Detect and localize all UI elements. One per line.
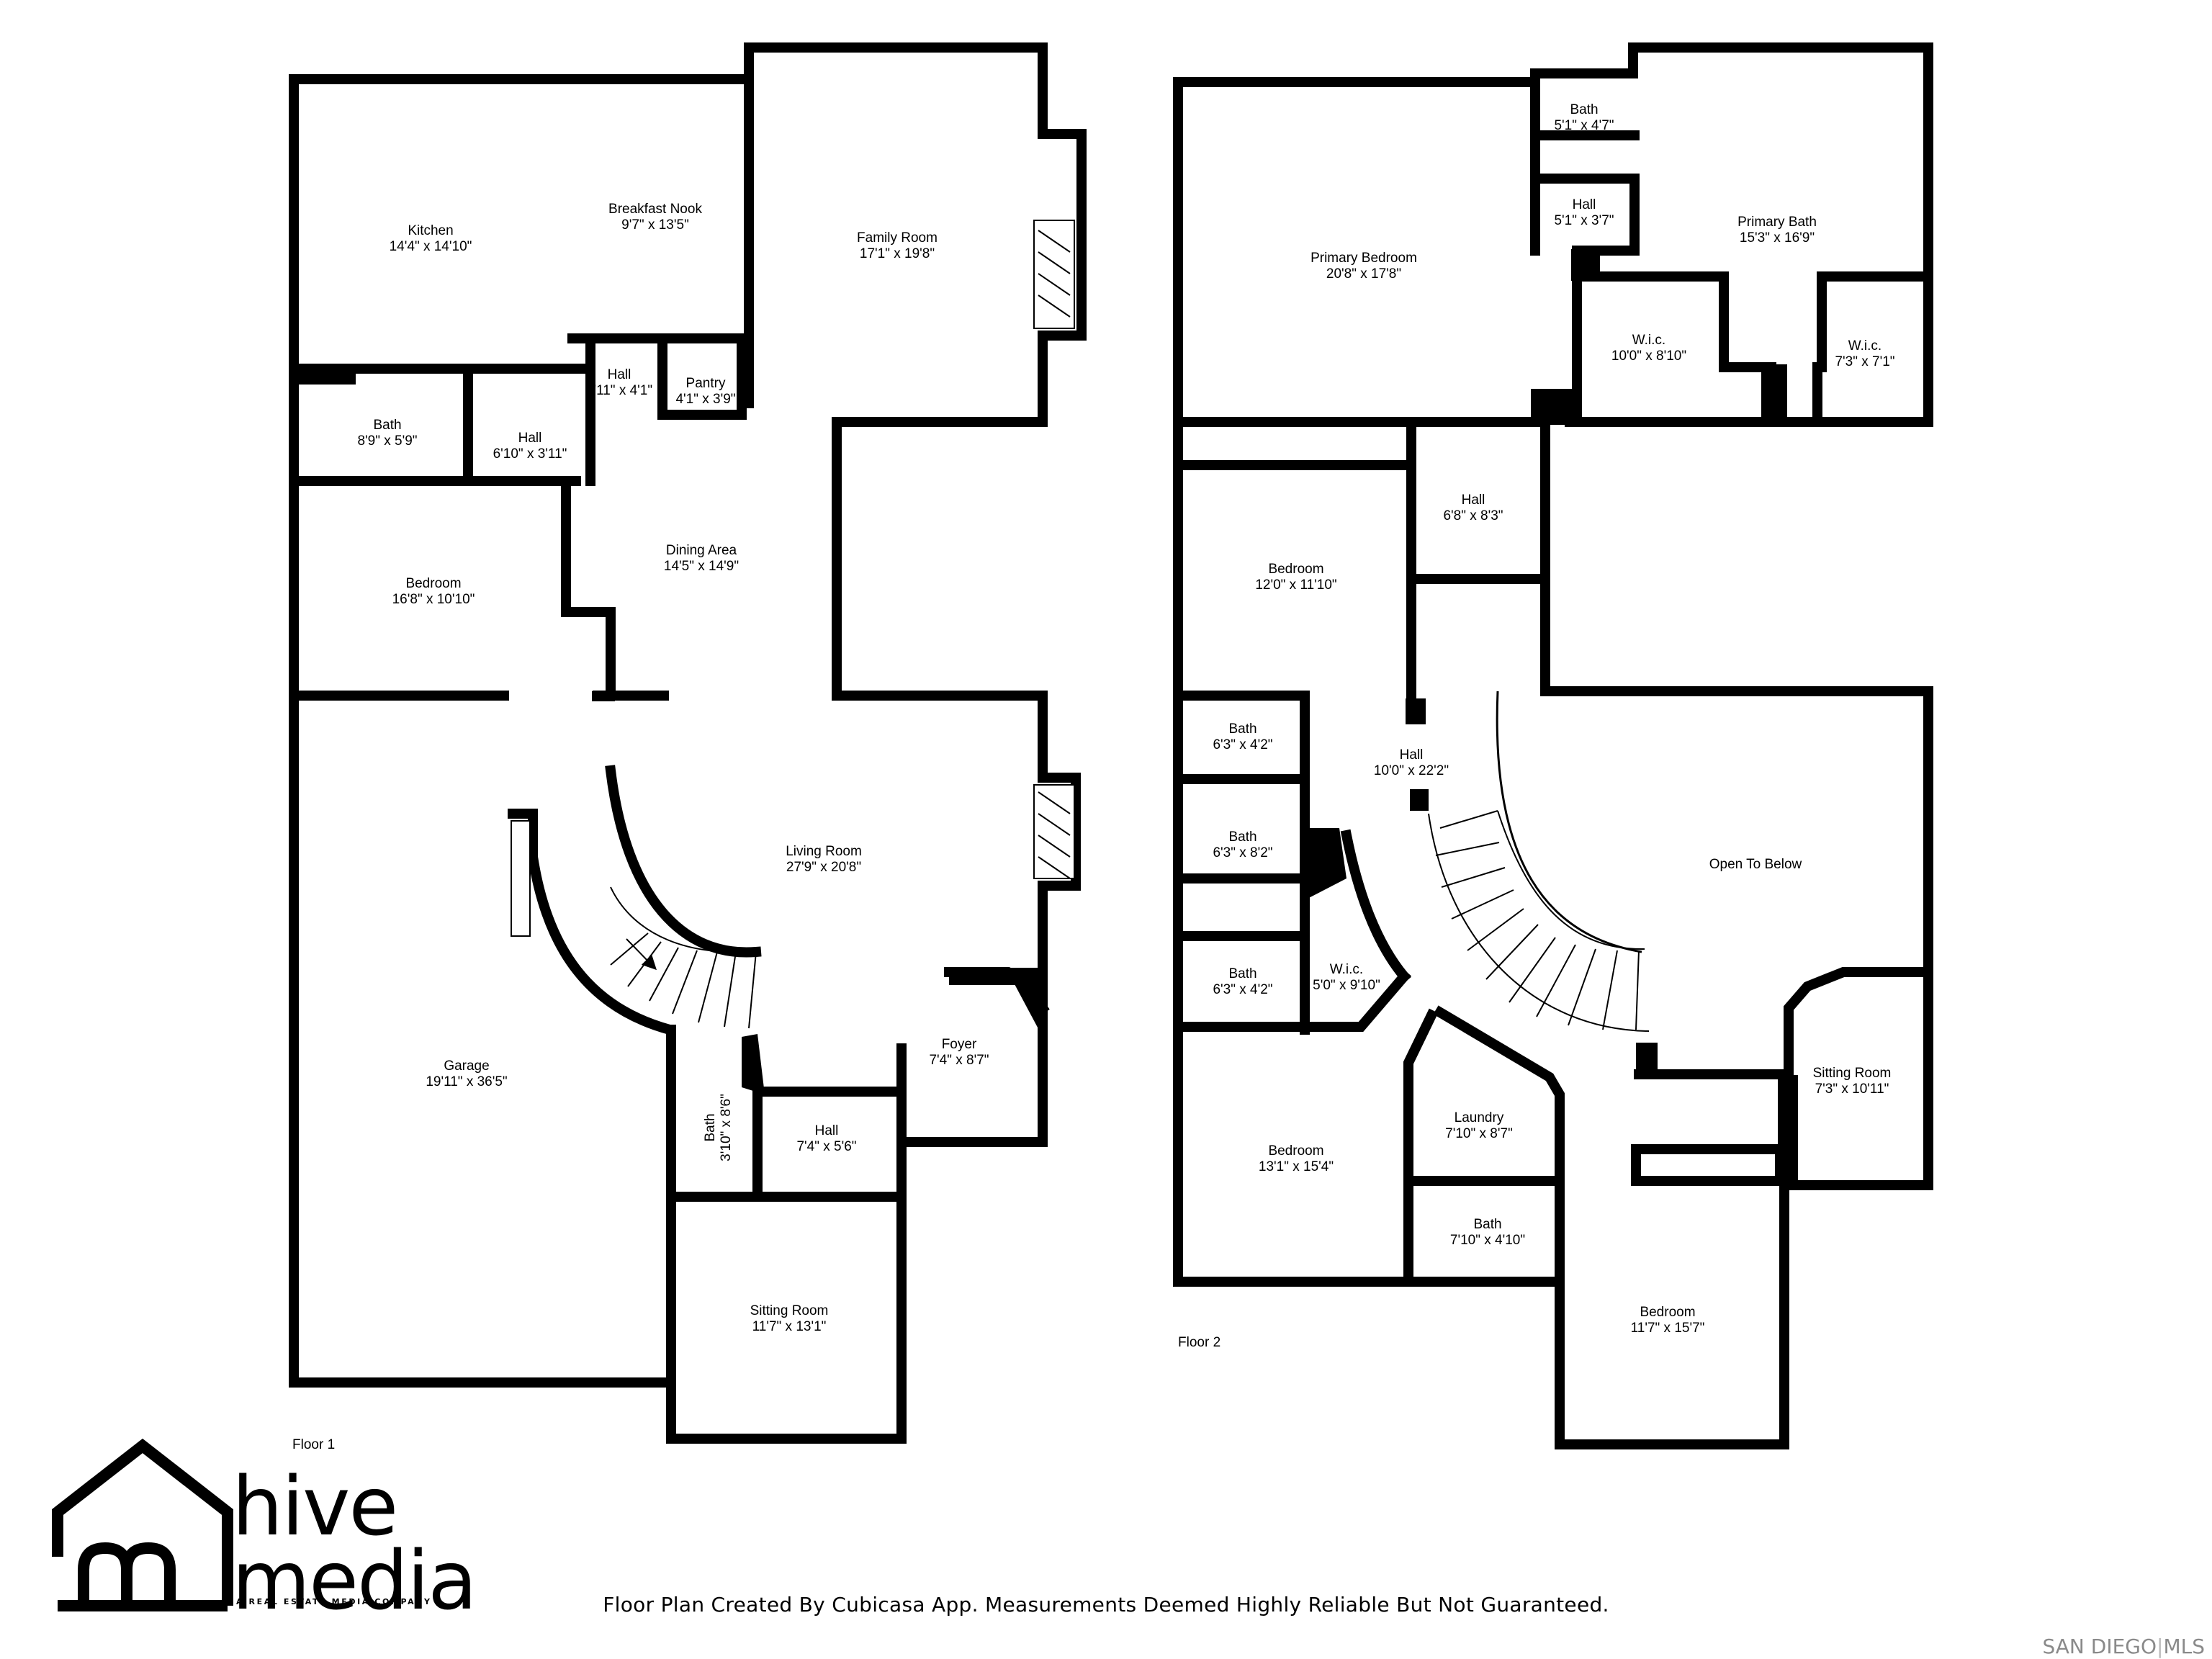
room-dims: 6'10" x 3'11"	[493, 446, 567, 462]
room-dims: 6'3" x 4'2"	[1213, 737, 1272, 752]
room-dims: 15'3" x 16'9"	[1740, 230, 1815, 246]
logo-line-1: hive	[232, 1460, 398, 1554]
room-name: Bedroom	[405, 576, 461, 591]
room-dims: 5'0" x 9'10"	[1313, 978, 1380, 993]
room-dims: 5'1" x 4'7"	[1554, 118, 1614, 133]
room-name: Laundry	[1455, 1110, 1504, 1125]
room-name: Hall	[1462, 493, 1485, 508]
room-name: Living Room	[786, 844, 862, 859]
room-name: Bedroom	[1268, 562, 1323, 577]
room-dims: 14'4" x 14'10"	[390, 239, 472, 254]
logo-tagline: A REAL ESTATE MEDIA COMPANY	[236, 1597, 432, 1606]
room-name: Hall	[1573, 197, 1596, 212]
floor-2-label: Floor 2	[1178, 1335, 1220, 1350]
mls-watermark-right: MLS	[2163, 1635, 2205, 1658]
room-name: W.i.c.	[1330, 962, 1363, 977]
stairs-floor-2	[1428, 810, 1650, 1032]
room-dims: 12'0" x 11'10"	[1255, 577, 1336, 593]
room-name: Hall	[1400, 747, 1424, 763]
room-name: Bath	[1228, 721, 1256, 737]
room-name: Open To Below	[1709, 857, 1802, 872]
garage-post	[511, 820, 531, 937]
room-name: Hall	[518, 431, 542, 446]
room-dims: 16'8" x 10'10"	[392, 592, 475, 607]
room-name: Bath	[1228, 966, 1256, 981]
house-logo-icon	[52, 1438, 233, 1611]
room-name: Hall	[815, 1123, 839, 1138]
labels-floor-1: Kitchen 14'4" x 14'10" Breakfast Nook 9'…	[357, 202, 989, 1334]
room-dims: 6'3" x 8'2"	[1213, 845, 1272, 860]
walls-floor-2	[1173, 42, 1933, 1449]
room-dims: 11'7" x 15'7"	[1631, 1321, 1705, 1336]
room-dims: 4'11" x 4'1"	[586, 383, 652, 398]
room-dims: 7'4" x 8'7"	[929, 1053, 989, 1068]
room-name: Breakfast Nook	[608, 202, 702, 217]
open-rail	[1496, 691, 1642, 953]
room-dims: 9'7" x 13'5"	[621, 217, 689, 233]
room-dims: 19'11" x 36'5"	[426, 1074, 507, 1089]
room-dims: 8'9" x 5'9"	[357, 433, 417, 449]
room-dims: 6'8" x 8'3"	[1443, 508, 1503, 523]
room-dims: 7'10" x 4'10"	[1450, 1233, 1525, 1248]
room-dims: 20'8" x 17'8"	[1326, 266, 1401, 282]
room-name: Bath	[1570, 102, 1598, 117]
stairs-floor-1	[610, 886, 757, 1029]
room-dims: 27'9" x 20'8"	[786, 860, 861, 875]
room-name: Foyer	[942, 1037, 977, 1052]
room-name: Primary Bath	[1737, 215, 1817, 230]
room-name: Bedroom	[1640, 1305, 1695, 1320]
room-dims: 10'0" x 22'2"	[1374, 763, 1449, 778]
room-name: Bath	[373, 418, 401, 433]
mls-watermark-left: SAN DIEGO	[2042, 1635, 2157, 1658]
room-name: W.i.c.	[1848, 338, 1881, 354]
solid-blocks-floor-1	[294, 366, 1044, 1094]
solid-blocks-floor-2	[1305, 249, 1793, 1181]
fireplace-icons	[1033, 220, 1075, 879]
room-name: Sitting Room	[1813, 1066, 1892, 1081]
room-dims: 17'1" x 19'8"	[860, 246, 935, 261]
room-dims: 10'0" x 8'10"	[1611, 349, 1686, 364]
walls-floor-1	[289, 42, 1087, 1444]
room-dims: 3'10" x 8'6"	[719, 1094, 734, 1161]
room-name: Family Room	[857, 230, 938, 246]
room-dims: 14'5" x 14'9"	[664, 559, 739, 574]
room-name: Bath	[1228, 830, 1256, 845]
room-name: Kitchen	[408, 223, 453, 238]
disclaimer-note: Floor Plan Created By Cubicasa App. Meas…	[603, 1593, 1609, 1617]
room-name: Bath	[1473, 1217, 1501, 1232]
room-name: Primary Bedroom	[1310, 251, 1417, 266]
room-name: Sitting Room	[750, 1303, 829, 1318]
room-dims: 7'10" x 8'7"	[1445, 1126, 1513, 1141]
room-name: W.i.c.	[1632, 333, 1665, 348]
room-name: Bath	[703, 1113, 718, 1141]
labels-floor-2: Bath 5'1" x 4'7" Hall 5'1" x 3'7" Primar…	[1213, 102, 1894, 1336]
room-name: Garage	[444, 1058, 489, 1074]
room-dims: 11'7" x 13'1"	[752, 1319, 827, 1334]
room-dims: 6'3" x 4'2"	[1213, 982, 1272, 997]
room-dims: 5'1" x 3'7"	[1554, 213, 1614, 228]
room-dims: 7'4" x 5'6"	[796, 1139, 856, 1154]
logo-line-2: media	[232, 1534, 477, 1629]
room-dims: 7'3" x 7'1"	[1835, 354, 1894, 369]
room-name: Hall	[608, 367, 631, 382]
room-dims: 13'1" x 15'4"	[1259, 1159, 1334, 1174]
room-dims: 7'3" x 10'11"	[1815, 1082, 1889, 1097]
room-name: Dining Area	[666, 543, 737, 558]
room-name: Bedroom	[1268, 1143, 1323, 1159]
floor-1-label: Floor 1	[292, 1437, 335, 1452]
room-dims: 4'1" x 3'9"	[675, 392, 735, 407]
room-name: Pantry	[686, 376, 726, 391]
mls-watermark: SAN DIEGO|MLS	[2042, 1635, 2205, 1658]
logo-wordmark: hive media	[232, 1460, 477, 1629]
